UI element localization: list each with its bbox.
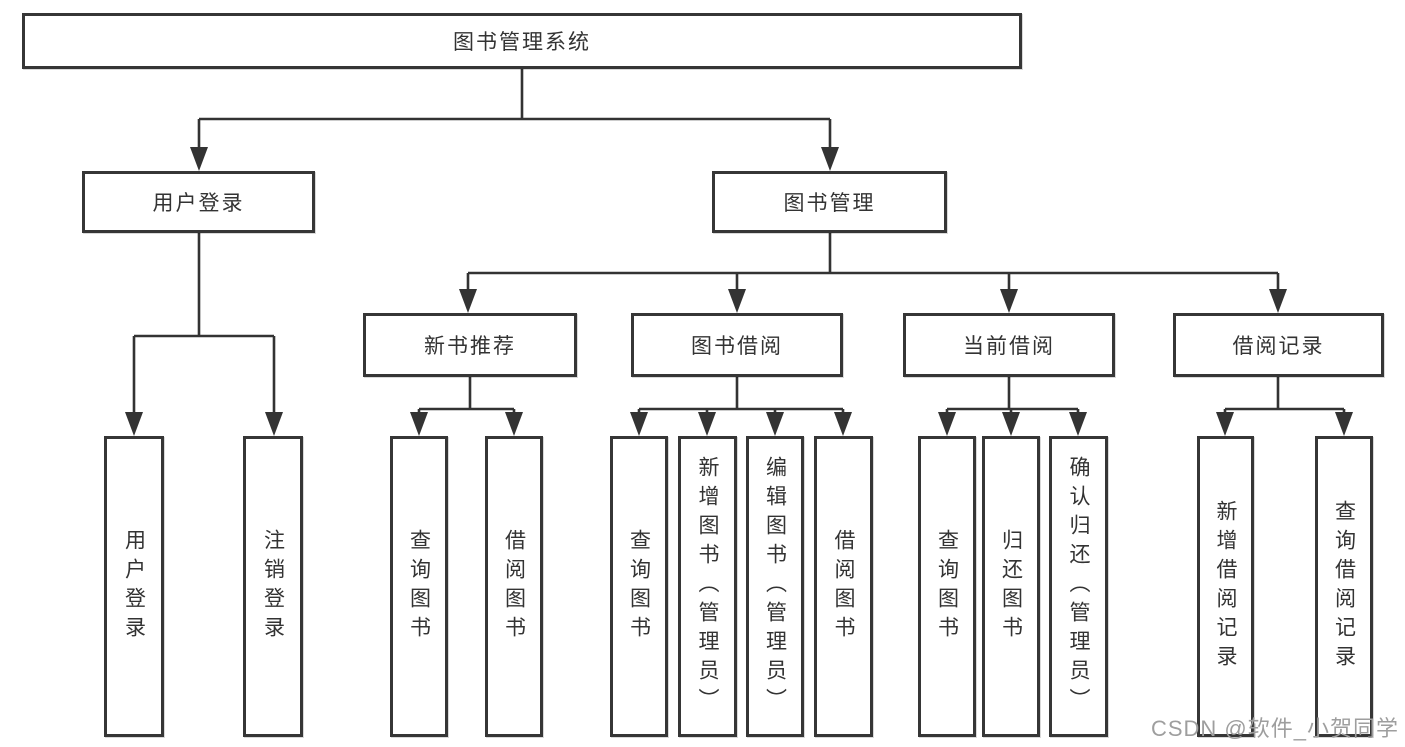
node-book-management: 图书管理 [712,171,947,233]
leaf-logout-label: 注销登录 [261,528,285,645]
leaf-add-book-admin-label: 新增图书（管理员） [696,456,719,717]
leaf-query-books-current-label: 查询图书 [935,528,959,645]
book-borrowing-label: 图书借阅 [691,335,783,358]
leaf-query-books-recommend: 查询图书 [390,436,448,737]
csdn-watermark: CSDN @软件_小贺同学 [1150,716,1399,741]
new-book-recommend-label: 新书推荐 [424,335,516,358]
leaf-edit-book-admin-label: 编辑图书（管理员） [763,456,787,717]
leaf-borrow-books-recommend-label: 借阅图书 [502,528,526,645]
leaf-query-borrow-record: 查询借阅记录 [1315,436,1373,737]
leaf-query-books-borrowing-label: 查询图书 [627,528,651,645]
book-management-label: 图书管理 [783,192,876,215]
leaf-confirm-return-admin-label: 确认归还（管理员） [1067,456,1090,717]
node-root-title: 图书管理系统 [22,13,1022,69]
node-new-book-recommend: 新书推荐 [363,313,577,377]
leaf-add-borrow-record: 新增借阅记录 [1197,436,1254,737]
current-borrowing-label: 当前借阅 [963,335,1055,358]
leaf-query-borrow-record-label: 查询借阅记录 [1332,499,1356,674]
borrow-records-label: 借阅记录 [1232,335,1325,358]
user-login-label: 用户登录 [152,192,245,215]
leaf-query-books-current: 查询图书 [918,436,976,737]
leaf-user-login: 用户登录 [104,436,164,737]
root-title-label: 图书管理系统 [453,31,591,54]
node-borrow-records: 借阅记录 [1173,313,1384,377]
node-user-login: 用户登录 [82,171,315,233]
leaf-return-books: 归还图书 [982,436,1040,737]
leaf-add-book-admin: 新增图书（管理员） [678,436,737,737]
leaf-borrow-books-borrowing-label: 借阅图书 [832,528,855,645]
leaf-add-borrow-record-label: 新增借阅记录 [1214,499,1237,674]
leaf-query-books-borrowing: 查询图书 [610,436,668,737]
leaf-edit-book-admin: 编辑图书（管理员） [746,436,804,737]
node-book-borrowing: 图书借阅 [631,313,843,377]
leaf-confirm-return-admin: 确认归还（管理员） [1049,436,1108,737]
node-current-borrowing: 当前借阅 [903,313,1115,377]
leaf-query-books-recommend-label: 查询图书 [407,528,431,645]
leaf-borrow-books-borrowing: 借阅图书 [814,436,873,737]
leaf-return-books-label: 归还图书 [999,528,1023,645]
leaf-borrow-books-recommend: 借阅图书 [485,436,543,737]
leaf-user-login-label: 用户登录 [122,528,146,645]
leaf-logout: 注销登录 [243,436,303,737]
